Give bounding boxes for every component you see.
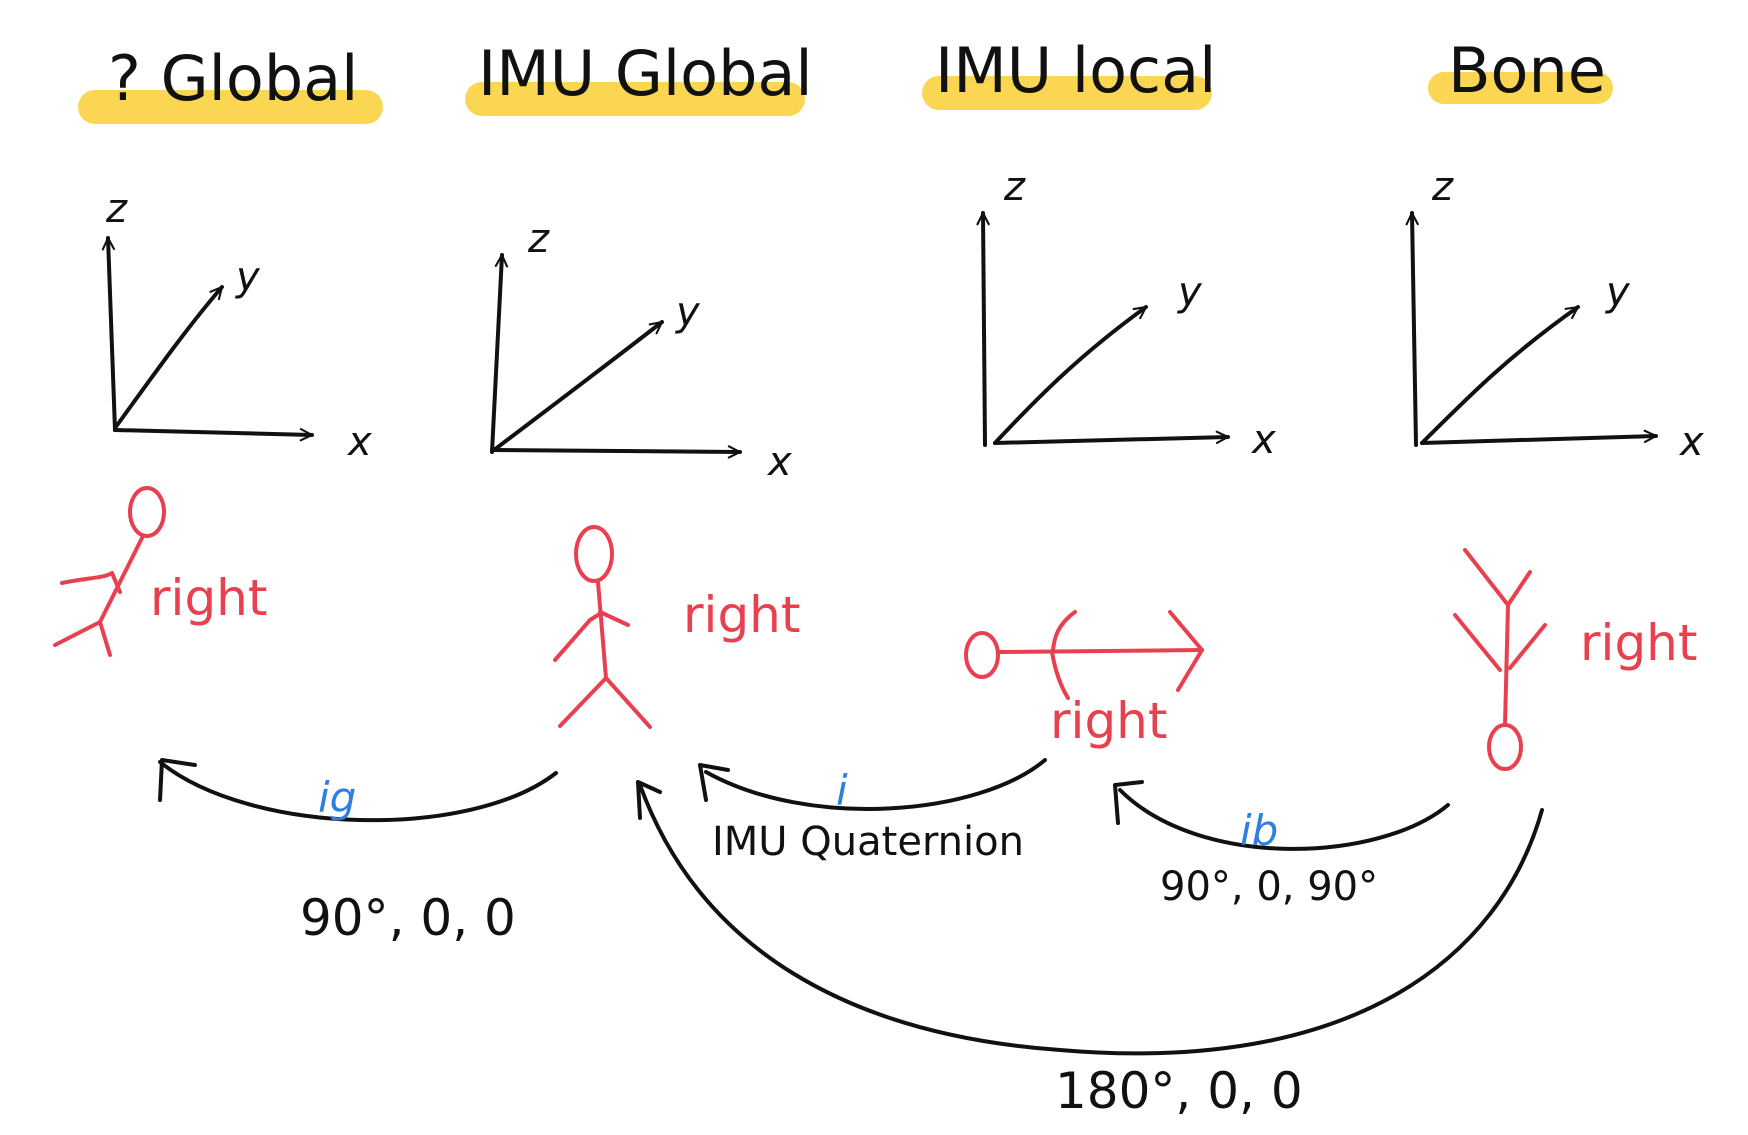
transform-angles-ib: 90°, 0, 90° [1160, 864, 1378, 910]
y-axis [492, 320, 664, 452]
title-highlight [465, 82, 805, 116]
x-axis [113, 428, 314, 442]
transform-arc-ig [158, 760, 558, 823]
frame-title-imu-local: IMU local [922, 34, 1216, 110]
title-highlight [1428, 72, 1613, 104]
figure-body [98, 534, 145, 624]
title-highlight [922, 76, 1212, 110]
figure-head [964, 631, 1000, 679]
figure-label-bone: right [1580, 614, 1697, 672]
x-axis-label: x [1250, 417, 1276, 463]
y-axis [113, 285, 224, 430]
stick-figure-global [53, 486, 166, 657]
arrowhead-ib [1113, 780, 1144, 825]
axes-bone: z y x [1405, 164, 1704, 465]
z-axis-label: z [105, 186, 128, 232]
figure-legs [558, 676, 652, 729]
z-axis-label: z [1431, 164, 1454, 210]
axes-imu-global: z y x [490, 216, 792, 485]
title-text: ? Global [108, 42, 358, 115]
figure-label-imu-local: right [1050, 692, 1167, 750]
x-axis-label: x [1678, 419, 1704, 465]
transform-label-ig: ig [318, 773, 356, 822]
z-axis [976, 211, 990, 447]
transform-label-i: i [836, 766, 848, 815]
transform-label-ib: ib [1240, 806, 1278, 855]
z-axis [101, 236, 117, 432]
figure-head [128, 486, 166, 538]
x-axis-label: x [346, 419, 372, 465]
arrowhead-ig [158, 758, 197, 802]
y-axis-label: y [1605, 269, 1631, 315]
title-text: Bone [1448, 34, 1606, 107]
transform-angles-bone-to-imu-global: 180°, 0, 0 [1055, 1062, 1303, 1120]
arrowhead-bone-to-imu-global [636, 780, 662, 820]
axes-global: z y x [101, 186, 372, 465]
stick-figure-imu-global [553, 525, 652, 729]
figure-legs [53, 620, 112, 657]
x-axis [1420, 429, 1658, 445]
figure-head [574, 525, 614, 583]
figure-body [996, 648, 1204, 654]
frame-title-imu-global: IMU Global [465, 37, 813, 116]
z-axis [490, 253, 509, 454]
x-axis [490, 445, 742, 459]
frame-title-global: ? Global [78, 42, 383, 124]
y-axis-label: y [1177, 269, 1203, 315]
figure-arms [553, 610, 630, 662]
y-axis [1420, 305, 1580, 445]
x-axis [993, 430, 1230, 445]
z-axis [1405, 211, 1419, 447]
z-axis-label: z [527, 216, 550, 262]
figure-body [596, 580, 608, 680]
y-axis [993, 305, 1148, 445]
figure-legs [1463, 548, 1532, 607]
transform-arc-ib [1118, 788, 1450, 851]
transform-arc-i [704, 758, 1047, 811]
figure-body [1503, 603, 1510, 727]
figure-arms [60, 571, 122, 594]
figure-arms [1050, 610, 1077, 700]
transform-description-i: IMU Quaternion [712, 819, 1024, 865]
stick-figure-bone [1453, 548, 1547, 771]
title-highlight [78, 90, 383, 124]
figure-head [1487, 723, 1523, 771]
y-axis-label: y [235, 254, 261, 300]
arrowhead-i [698, 763, 730, 802]
stick-figure-imu-local [964, 610, 1204, 700]
z-axis-label: z [1003, 164, 1026, 210]
figure-label-global: right [150, 569, 267, 627]
figure-arms [1453, 613, 1547, 672]
figure-legs [1168, 610, 1204, 692]
y-axis-label: y [675, 289, 701, 335]
title-text: IMU local [935, 34, 1216, 107]
axes-imu-local: z y x [976, 164, 1276, 463]
title-text: IMU Global [478, 37, 813, 110]
x-axis-label: x [766, 439, 792, 485]
transform-arc-bone-to-imu-global [638, 783, 1544, 1056]
frame-title-bone: Bone [1428, 34, 1613, 107]
transform-angles-ig: 90°, 0, 0 [300, 889, 516, 947]
figure-label-imu-global: right [683, 586, 800, 644]
